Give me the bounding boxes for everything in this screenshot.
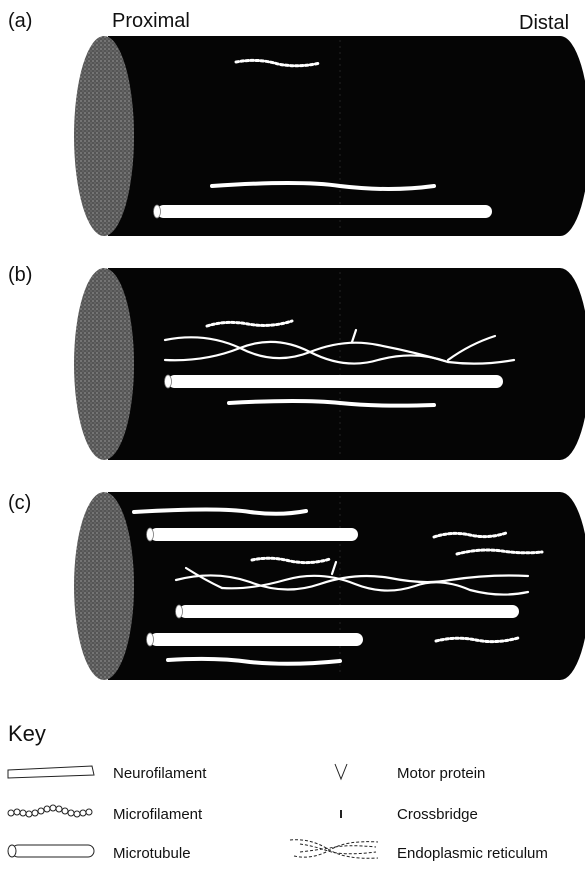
key-label-microtubule: Microtubule: [113, 845, 191, 863]
panel-a-axon: [74, 36, 585, 236]
key-label-crossbridge: Crossbridge: [397, 806, 478, 824]
panel-b-axon: [74, 268, 585, 460]
panel-b-cut-face: [74, 268, 134, 460]
panel-c-cut-face: [74, 492, 134, 680]
key-label-endoplasmic-reticulum: Endoplasmic reticulum: [397, 845, 548, 863]
panel-c-axon: [74, 492, 585, 680]
microfilament-icon: [8, 805, 92, 817]
key-label-motor-protein: Motor protein: [397, 765, 485, 783]
panel-a-microtubule: [154, 205, 493, 218]
endoplasmic-reticulum-icon: [290, 840, 378, 859]
crossbridge-icon: [340, 810, 342, 818]
key-label-microfilament: Microfilament: [113, 806, 202, 824]
motor-protein-icon: [335, 764, 347, 779]
key-label-neurofilament: Neurofilament: [113, 765, 206, 783]
panel-c-microtubule-1: [147, 528, 359, 541]
neurofilament-icon: [8, 766, 94, 778]
panel-c-microtubule-3: [147, 633, 364, 646]
panel-c-microtubule-2: [176, 605, 520, 618]
key-title: Key: [8, 722, 46, 746]
microtubule-icon: [8, 845, 94, 857]
panel-b-microtubule: [165, 375, 504, 388]
panel-a-cut-face: [74, 36, 134, 236]
